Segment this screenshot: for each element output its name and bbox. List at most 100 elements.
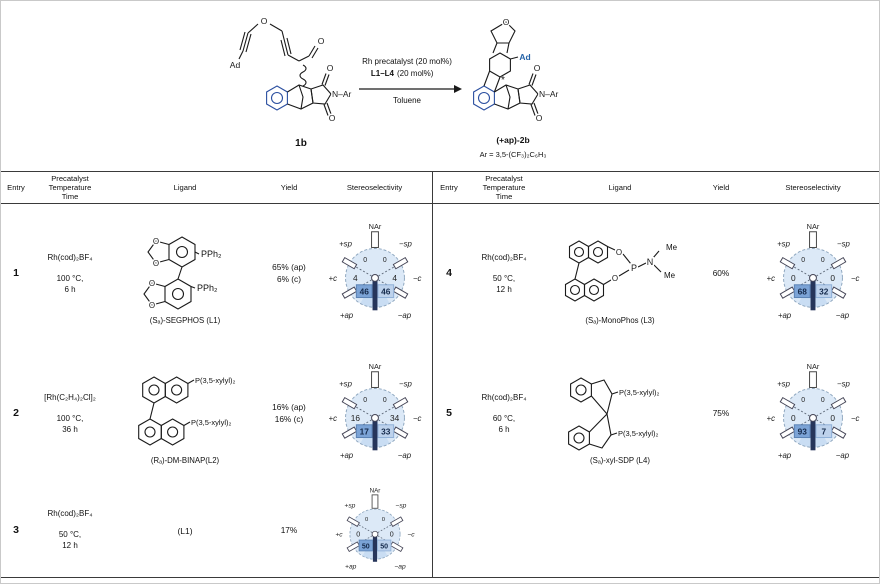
- time-value: 12 h: [496, 284, 512, 294]
- wheel-nar-label: NAr: [807, 222, 820, 231]
- sector-labels: +sp −sp +c −c +ap −ap: [767, 379, 860, 460]
- ap-minus-box: [376, 539, 391, 551]
- yield-line1: 16% (ap): [272, 402, 306, 412]
- stereoselectivity-cell: NAr 0 0: [317, 343, 432, 483]
- svg-text:+c: +c: [335, 531, 343, 538]
- table-left-half: Entry Precatalyst Temperature Time Ligan…: [1, 172, 432, 576]
- sp-plus-value: 0: [363, 257, 367, 264]
- yield-cell: 16% (ap) 16% (c): [261, 343, 317, 483]
- wheel-center: [809, 413, 817, 422]
- stereoselectivity-cell: NAr 0 0: [746, 203, 879, 343]
- svg-text:−c: −c: [412, 274, 421, 283]
- ligand-structure-segphos: O O O O PPh₂ PPh₂: [143, 235, 222, 311]
- entry-number: 1: [13, 267, 19, 279]
- ligand-cell: O O P N Me Me (Sₐ)-MonoPhos (L3): [544, 203, 696, 343]
- table-bottom-rule: [1, 577, 879, 578]
- product-imide-o-top-label: O: [534, 63, 541, 73]
- methyl-label: Me: [666, 243, 678, 252]
- stereoselectivity-cell: NAr 0 0: [317, 483, 432, 576]
- precatalyst-cell: Rh(cod)₂BF₄ 50 °C, 12 h: [464, 203, 544, 343]
- stereoselectivity-wheel: NAr 0 0: [767, 222, 860, 320]
- yield-line2: 6% (c): [277, 274, 301, 284]
- svg-text:+ap: +ap: [345, 563, 357, 570]
- table-row-entry-cell: 2: [1, 343, 31, 483]
- svg-text:−sp: −sp: [398, 239, 412, 248]
- header-temperature-line: Temperature: [482, 183, 526, 192]
- header-yield: Yield: [280, 183, 298, 192]
- wheel-center: [809, 273, 817, 282]
- precatalyst-name: Rh(cod)₂BF₄: [47, 509, 93, 518]
- ap-minus-value: 7: [821, 427, 826, 437]
- sp-plus-value: 0: [365, 516, 369, 522]
- entry-number: 2: [13, 407, 19, 419]
- condition-ligands-rest: (20 mol%): [397, 69, 434, 78]
- header-precatalyst-line: Precatalyst: [485, 174, 523, 183]
- temperature-value: 50 °C,: [492, 273, 516, 283]
- condition-precatalyst: Rh precatalyst (20 mol%): [362, 57, 452, 66]
- stereoselectivity-wheel: NAr 0 0: [767, 362, 860, 460]
- sp-minus-value: 0: [381, 516, 385, 522]
- wheel-center: [370, 273, 379, 282]
- stereoselectivity-cell: NAr 0 0: [746, 343, 879, 483]
- temperature-value: 50 °C,: [58, 530, 82, 539]
- svg-text:−sp: −sp: [395, 502, 406, 509]
- product-ad-label: Ad: [519, 52, 530, 62]
- sp-minus-value: 0: [821, 257, 825, 264]
- ap-axis-bar: [372, 277, 377, 311]
- svg-text:−c: −c: [407, 531, 415, 538]
- table-row-entry-cell: 5: [434, 343, 464, 483]
- wheel-center: [370, 413, 379, 422]
- ap-plus-value: 68: [798, 287, 808, 297]
- svg-text:−ap: −ap: [836, 311, 850, 320]
- svg-text:−sp: −sp: [837, 379, 851, 388]
- ligand-name: (Sₐ)-SEGPHOS (L1): [149, 315, 221, 325]
- ap-plus-value: 93: [798, 427, 808, 437]
- ap-plus-value: 17: [359, 427, 369, 437]
- ap-axis-bar: [810, 277, 816, 311]
- precatalyst-name: Rh(cod)₂BF₄: [47, 252, 93, 262]
- ligand-name: (Rₐ)-DM-BINAP(L2): [150, 455, 220, 465]
- ap-plus-value: 50: [361, 542, 369, 550]
- phosphine-label: P(3,5-xylyl)₂: [618, 429, 659, 438]
- monophos-skeleton: [564, 239, 662, 302]
- ap-minus-box: [815, 284, 833, 299]
- dioxole-o-label: O: [149, 279, 155, 288]
- reaction-scheme: O Ad O O O N–Ar 1b Rh precatalyst (20 mo…: [228, 15, 560, 160]
- ap-axis-bar: [372, 533, 377, 562]
- product-structure: [473, 21, 539, 116]
- reactant-imide-o-bottom-label: O: [329, 113, 336, 123]
- header-temperature-line: Temperature: [48, 183, 92, 192]
- ap-axis-bar: [810, 417, 816, 451]
- segphos-skeleton: [143, 235, 200, 310]
- ligand-structure-monophos: O O P N Me Me: [564, 239, 678, 302]
- precatalyst-name: Rh(cod)₂BF₄: [481, 252, 527, 262]
- c-minus-value: 0: [830, 273, 835, 283]
- svg-text:+sp: +sp: [777, 239, 791, 248]
- time-value: 6 h: [498, 424, 510, 434]
- c-plus-value: 0: [791, 273, 796, 283]
- wheel-nar-label: NAr: [368, 222, 381, 231]
- header-yield: Yield: [712, 183, 730, 192]
- svg-text:−ap: −ap: [394, 563, 406, 570]
- header-precatalyst-line: Precatalyst: [51, 174, 89, 183]
- header-time-line: Time: [61, 192, 79, 201]
- product-stereocenter-asterisk: *: [501, 75, 505, 86]
- yield-cell: 17%: [261, 483, 317, 576]
- table-center-divider: [432, 171, 433, 577]
- reactant-ketone-o-label: O: [318, 36, 325, 46]
- ap-minus-box: [815, 424, 833, 439]
- reactant-ether-o-label: O: [261, 16, 268, 26]
- yield-cell: 60%: [696, 203, 746, 343]
- ap-plus-box: [793, 424, 811, 439]
- wheel-center: [371, 530, 378, 538]
- dioxole-o-label: O: [153, 237, 159, 246]
- ap-axis-bar: [372, 417, 377, 451]
- ap-plus-box: [793, 284, 811, 299]
- nar-substituent-icon: [370, 231, 379, 248]
- svg-text:+c: +c: [328, 274, 337, 283]
- nar-substituent-icon: [371, 493, 378, 509]
- reactant-structure: [238, 23, 332, 116]
- svg-text:+sp: +sp: [339, 239, 353, 248]
- ligand-structure-binap: P(3,5-xylyl)₂ P(3,5-xylyl)₂: [138, 376, 236, 446]
